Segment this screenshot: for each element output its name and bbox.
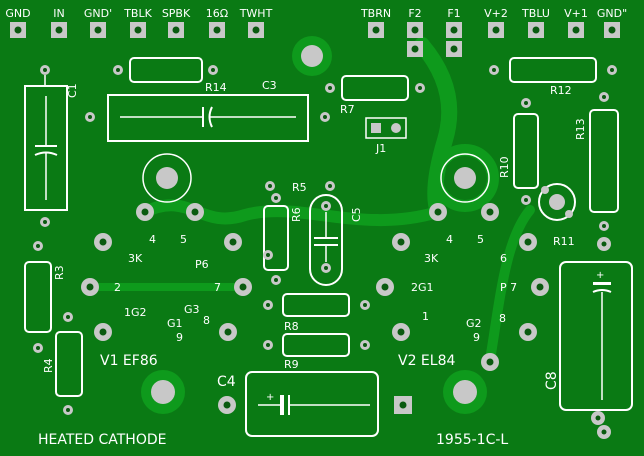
resistor-r7: R7 xyxy=(325,75,425,116)
header-label-tblu: TBLU xyxy=(521,7,550,20)
pin-label: G2 xyxy=(466,317,482,330)
svg-text:+: + xyxy=(266,392,274,403)
pin-label: 3K xyxy=(424,252,439,265)
label-r8: R8 xyxy=(284,320,299,333)
pin-label: 4 xyxy=(149,233,156,246)
tube-label-v1: V1 EF86 xyxy=(100,353,158,369)
label-c1: C1 xyxy=(66,83,79,98)
header-pins: GND IN GND' TBLK SPBK 16Ω xyxy=(5,7,627,57)
label-c8: C8 xyxy=(544,371,560,390)
pin-label: 5 xyxy=(477,233,484,246)
label-r7: R7 xyxy=(340,103,355,116)
svg-text:+: + xyxy=(596,270,604,281)
pin-label: 2G1 xyxy=(411,281,434,294)
pin-label: 3K xyxy=(128,252,143,265)
label-r13: R13 xyxy=(574,118,587,140)
pin-label: P 7 xyxy=(500,281,517,294)
capacitor-c1: C1 xyxy=(24,65,79,227)
resistor-r10: R10 xyxy=(498,98,539,205)
pin-label: 8 xyxy=(203,314,210,327)
header-label-f1: F1 xyxy=(447,7,460,20)
label-r14: R14 xyxy=(205,81,227,94)
pin-label: 6 xyxy=(500,252,507,265)
label-r11: R11 xyxy=(553,235,575,248)
capacitor-c8: + C8 xyxy=(544,261,633,439)
capacitor-c3: C3 xyxy=(85,79,330,142)
resistor-r9: R9 xyxy=(263,333,370,371)
footer-label-right: 1955-1C-L xyxy=(436,432,508,448)
header-label-twht: TWHT xyxy=(239,7,273,20)
pin-label: 1G2 xyxy=(124,306,147,319)
pin-label: 9 xyxy=(176,331,183,344)
label-j1: J1 xyxy=(375,142,386,155)
header-label-f2: F2 xyxy=(408,7,421,20)
label-c4: C4 xyxy=(217,374,236,390)
label-c5: C5 xyxy=(350,207,363,222)
resistor-r14: R14 xyxy=(113,57,227,94)
label-r12: R12 xyxy=(550,84,572,97)
pin-label: 5 xyxy=(180,233,187,246)
trimmer-r11: R11 xyxy=(538,183,611,251)
header-label-gnd-prime: GND' xyxy=(84,7,112,20)
label-r5: R5 xyxy=(292,181,307,194)
label-r3: R3 xyxy=(53,265,66,280)
tube-sockets xyxy=(142,144,499,212)
pin-label: 4 xyxy=(446,233,453,246)
tube-label-v2: V2 EL84 xyxy=(398,353,455,369)
pin-label: 2 xyxy=(114,281,121,294)
mounting-holes xyxy=(141,36,487,414)
v1-pins: 3K 4 5 P6 2 7 1G2 G3 G1 8 9 xyxy=(81,203,252,344)
header-label-spbk: SPBK xyxy=(162,7,191,20)
pin-label: 7 xyxy=(214,281,221,294)
header-label-tblk: TBLK xyxy=(123,7,152,20)
resistor-r12: R12 xyxy=(489,57,617,97)
pin-label: G1 xyxy=(167,317,183,330)
label-r4: R4 xyxy=(42,358,55,373)
capacitor-c4: + C4 xyxy=(217,371,412,437)
pin-label: P6 xyxy=(195,258,209,271)
resistor-r8: R8 xyxy=(263,293,370,333)
header-label-gnd-dprime: GND" xyxy=(597,7,627,20)
header-label-tbrn: TBRN xyxy=(360,7,391,20)
header-label-in: IN xyxy=(53,7,64,20)
capacitor-c5: C5 xyxy=(309,194,363,286)
resistor-r4: R4 xyxy=(42,312,83,415)
header-label-gnd: GND xyxy=(5,7,30,20)
label-r10: R10 xyxy=(498,156,511,178)
resistor-r6: R6 xyxy=(263,193,303,285)
label-r6: R6 xyxy=(290,207,303,222)
header-label-vplus1: V+1 xyxy=(564,7,588,20)
header-label-16ohm: 16Ω xyxy=(206,7,228,20)
label-c3: C3 xyxy=(262,79,277,92)
resistor-r13: R13 xyxy=(574,92,619,231)
resistor-r3: R3 xyxy=(24,241,66,353)
pin-label: G3 xyxy=(184,303,200,316)
resistor-r5: R5 xyxy=(265,181,335,194)
pin-label: 8 xyxy=(499,312,506,325)
label-r9: R9 xyxy=(284,358,299,371)
pin-label: 1 xyxy=(422,310,429,323)
header-label-vplus2: V+2 xyxy=(484,7,508,20)
jumper-j1: J1 xyxy=(365,117,407,155)
footer-label-left: HEATED CATHODE xyxy=(38,432,166,448)
misc-pads xyxy=(263,250,273,260)
v2-pins: 3K 4 5 6 2G1 P 7 1 G2 8 9 xyxy=(376,203,549,371)
pin-label: 9 xyxy=(473,331,480,344)
